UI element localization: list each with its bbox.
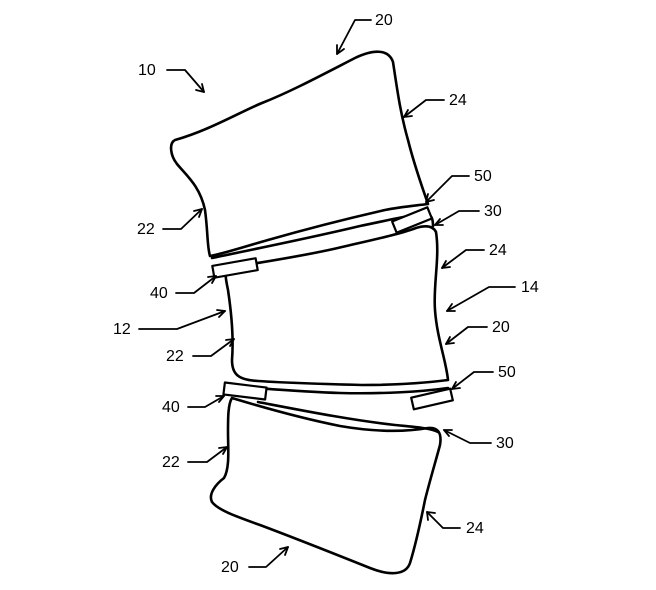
label-22-upper: 22 <box>137 221 155 238</box>
leader-24-top <box>403 99 445 118</box>
lower-vertebral-body <box>209 396 442 575</box>
middle-vertebral-body <box>224 225 450 387</box>
label-50-lower: 50 <box>498 364 516 381</box>
label-24-bottom: 24 <box>466 520 484 537</box>
lower-endplate-contour <box>256 400 440 434</box>
leader-30-lower <box>443 429 492 444</box>
leader-22-upper <box>162 208 203 230</box>
label-24-middle: 24 <box>489 242 507 259</box>
label-12: 12 <box>113 321 131 338</box>
leader-lines <box>138 19 516 568</box>
lower-posterior-implant <box>410 387 454 411</box>
leader-20-bottom <box>248 546 289 568</box>
leader-22-lower <box>187 446 228 463</box>
leader-50-lower <box>451 371 494 390</box>
label-14: 14 <box>521 279 539 296</box>
leader-24-middle <box>441 249 485 269</box>
leader-20-middle <box>445 326 488 345</box>
label-10: 10 <box>138 62 156 79</box>
label-22-lower: 22 <box>162 454 180 471</box>
leader-20-top <box>336 19 372 55</box>
label-30-lower: 30 <box>496 435 514 452</box>
upper-anterior-implant <box>211 257 259 279</box>
label-50-upper: 50 <box>474 168 492 185</box>
leader-12 <box>138 310 226 330</box>
leader-40-lower <box>187 395 225 408</box>
label-24-top: 24 <box>449 92 467 109</box>
upper-vertebral-body <box>169 50 430 258</box>
leader-50-upper <box>425 175 470 203</box>
upper-posterior-implant <box>391 206 433 234</box>
leader-10 <box>166 69 205 93</box>
leader-24-bottom <box>426 511 461 529</box>
label-30-upper: 30 <box>484 203 502 220</box>
leader-40-upper <box>175 275 217 294</box>
label-20-middle: 20 <box>492 319 510 336</box>
label-40-lower: 40 <box>162 399 180 416</box>
leader-22-middle <box>192 338 235 357</box>
label-20-bottom: 20 <box>221 559 239 576</box>
label-22-middle: 22 <box>166 348 184 365</box>
label-40-upper: 40 <box>150 285 168 302</box>
leader-14 <box>446 286 516 312</box>
label-20-top: 20 <box>375 12 393 29</box>
lower-anterior-implant <box>222 381 268 401</box>
leader-30-upper <box>434 210 480 226</box>
